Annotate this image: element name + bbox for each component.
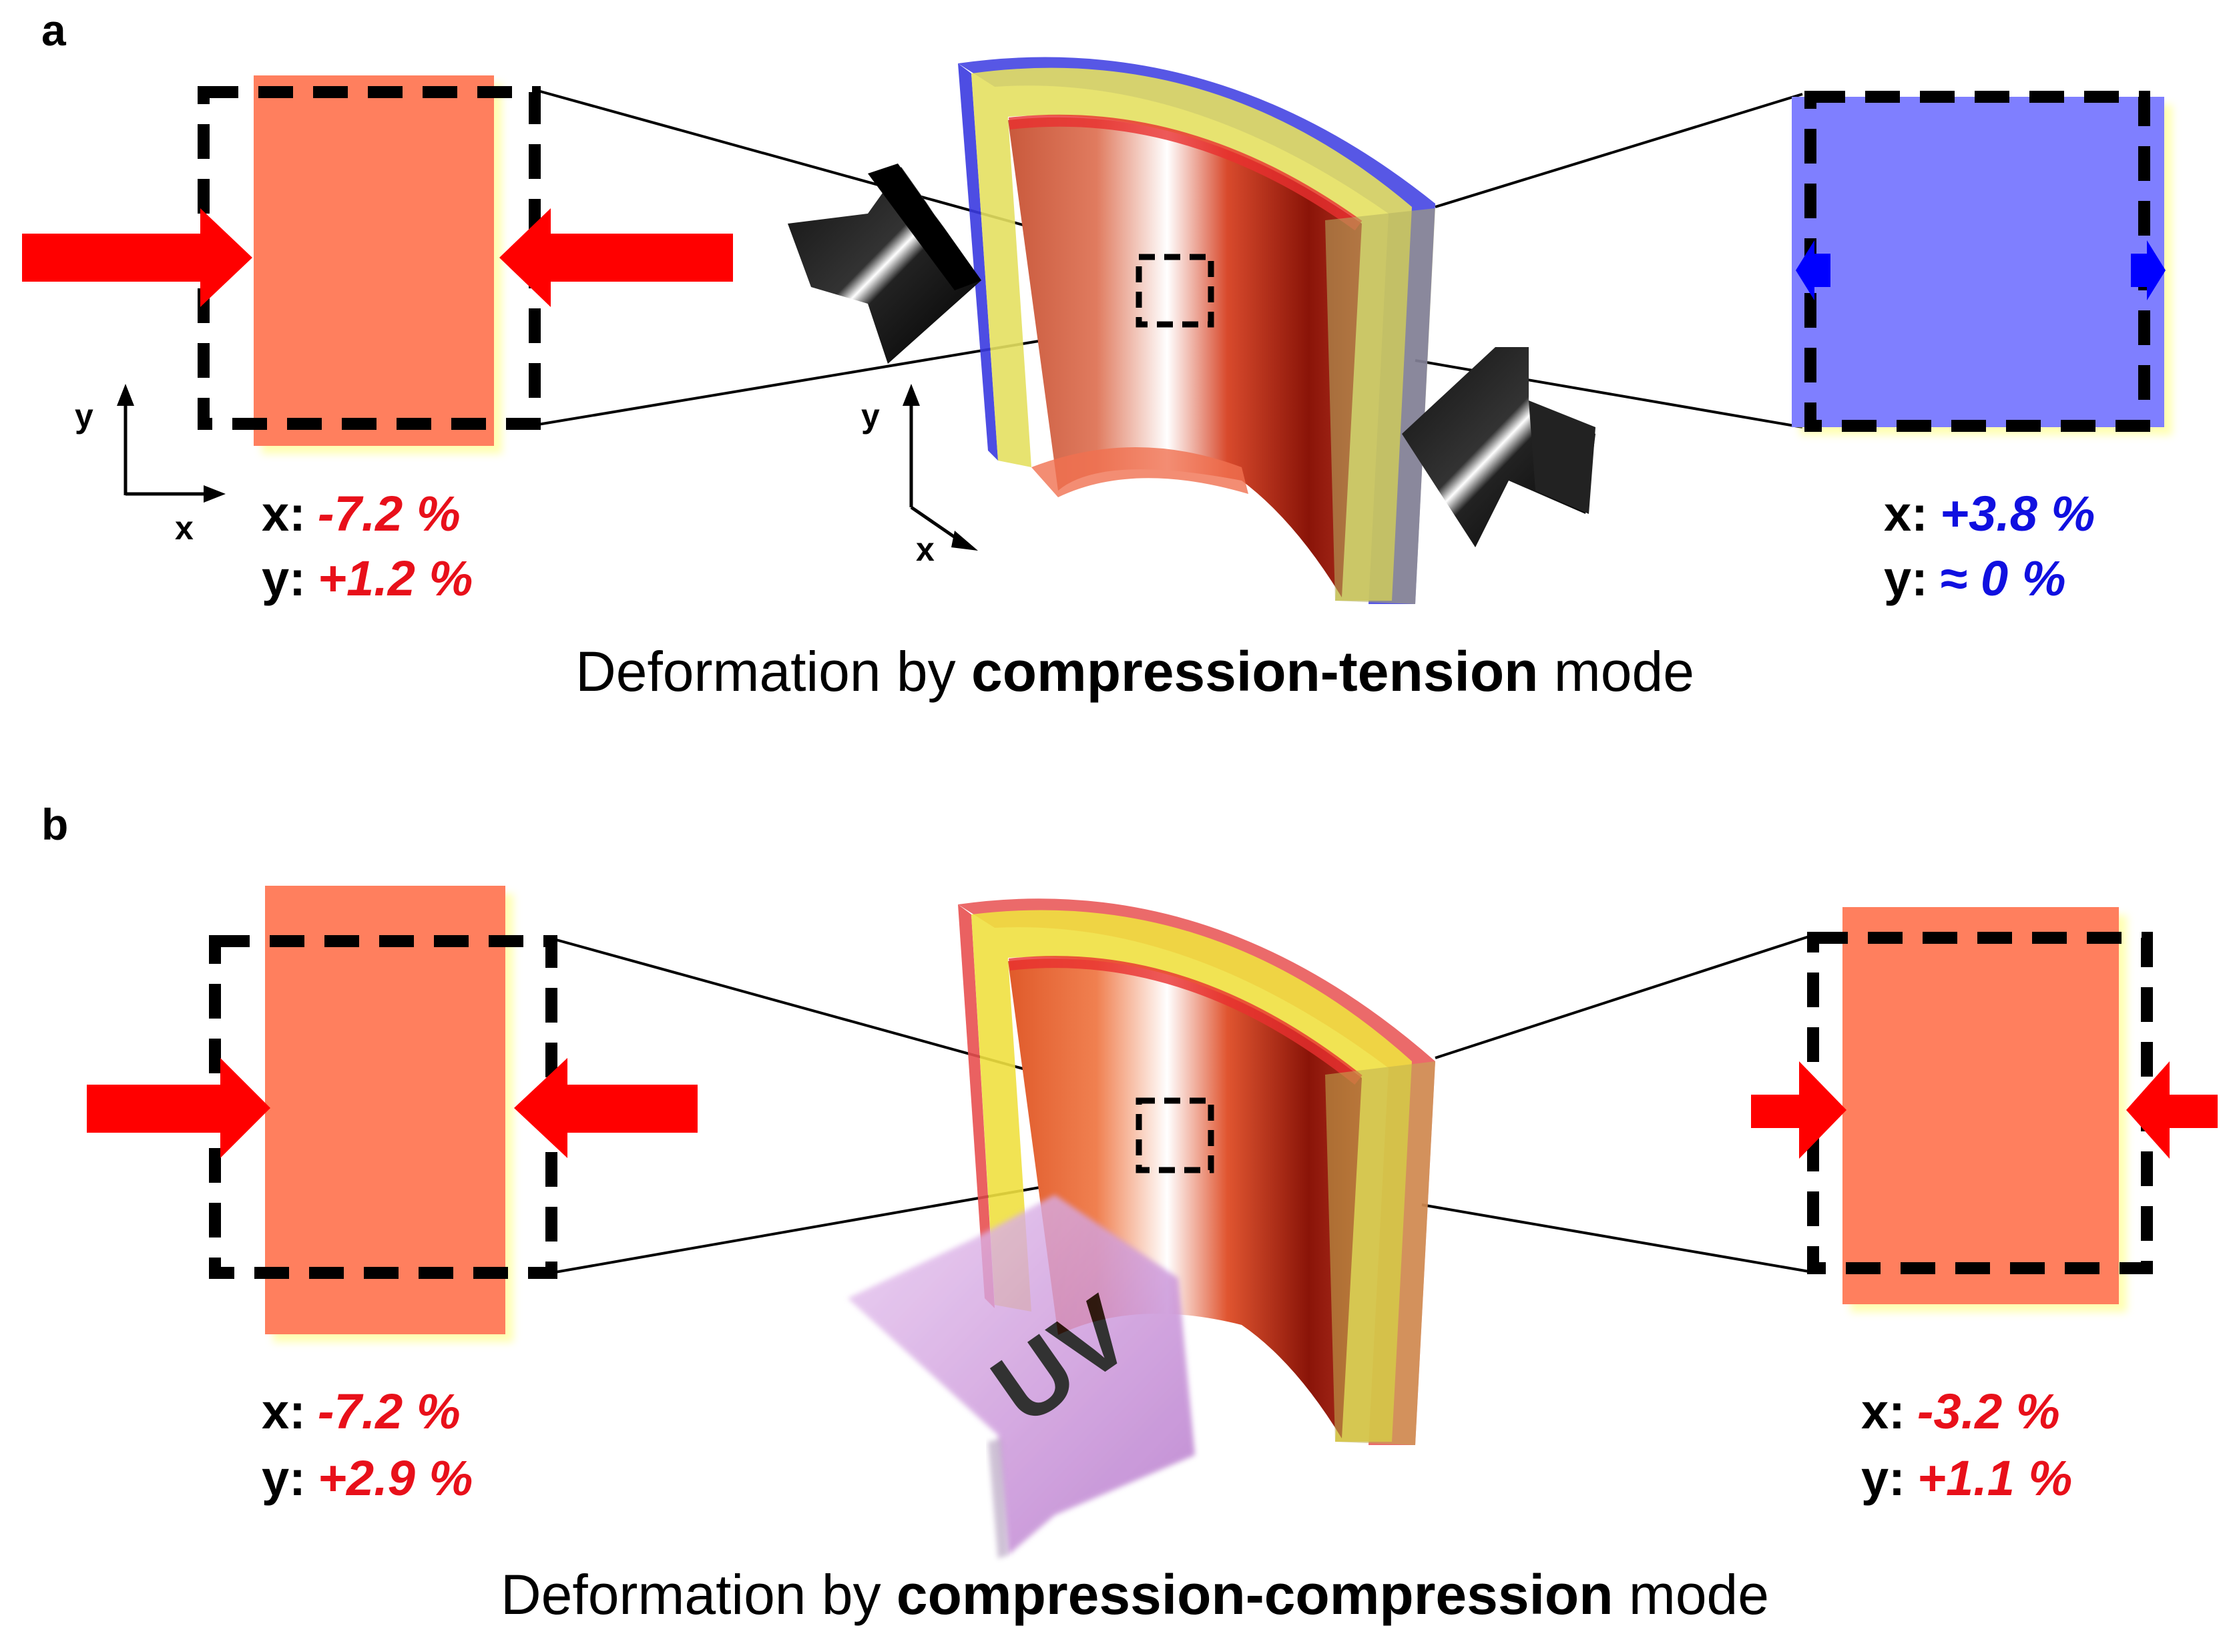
leader-line [1435,93,1803,208]
panel-label-b: b [41,800,68,849]
strain-y-label: y: [1884,551,1928,606]
caption-suffix: mode [1614,1563,1769,1626]
strain-y-label: y: [262,551,306,606]
panel-label-a: a [41,5,67,55]
left-element-a [22,75,733,454]
strain-x-label: x: [1861,1384,1905,1439]
strain-x-label: x: [262,1384,306,1439]
panel-a: a y x x:-7.2 % y:+1.2 % [22,5,2172,703]
strain-x-value: -3.2 % [1917,1384,2060,1439]
deformed-element [265,886,505,1334]
compression-arrow-left [87,1058,270,1158]
axis-label-x: x [916,531,935,568]
tube-cut-face [1325,208,1435,604]
strain-y-label: y: [262,1450,306,1506]
caption-prefix: Deformation by [575,640,971,703]
caption-suffix: mode [1538,640,1694,703]
deformed-element [1842,907,2119,1304]
tension-arrow-right [2131,240,2166,300]
strain-y-value: +2.9 % [318,1450,473,1506]
compression-arrow-right [499,208,733,307]
leader-line [1435,935,1810,1059]
compression-arrow-left [22,208,252,307]
axis-label-y: y [75,397,93,435]
compression-arrow-right [514,1058,698,1158]
strain-x-value: -7.2 % [318,486,461,541]
svg-text:x:-7.2 %: x:-7.2 % [262,486,461,541]
svg-text:x:-3.2 %: x:-3.2 % [1861,1384,2060,1439]
strain-x-value: +3.8 % [1940,486,2095,541]
tube-bottom-rim [1031,447,1248,497]
right-element-a [1792,91,2172,435]
strain-readout-right-a: x:+3.8 % y:≈ 0 % [1884,486,2095,606]
caption-emphasis: compression-compression [897,1563,1614,1626]
caption-b: Deformation by compression-compression m… [501,1563,1769,1626]
strain-y-value: +1.1 % [1917,1450,2072,1506]
uv-arrow-edge [988,1438,1008,1559]
strain-y-value: +1.2 % [318,551,473,606]
axis-triad-center-a: y x [861,384,978,568]
strain-readout-left-b: x:-7.2 % y:+2.9 % [262,1384,473,1506]
svg-text:y:+2.9 %: y:+2.9 % [262,1450,473,1506]
tube-inner-edge [1009,114,1362,231]
tube-cut-face [1325,1061,1435,1445]
caption-prefix: Deformation by [501,1563,897,1626]
right-element-b [1751,907,2218,1312]
svg-text:y:≈ 0 %: y:≈ 0 % [1884,551,2066,606]
arrow-right-icon [204,485,226,503]
strain-x-value: -7.2 % [318,1384,461,1439]
tube-outer-side [958,904,995,1308]
svg-text:y:+1.2 %: y:+1.2 % [262,551,473,606]
caption-a: Deformation by compression-tension mode [575,640,1694,703]
strain-y-label: y: [1861,1450,1905,1506]
deformed-element [1792,97,2164,427]
tension-arrow-left [1796,240,1830,300]
arrow-up-icon [903,384,920,406]
uv-arrow-body [848,1195,1195,1555]
tube-outer-side [958,63,998,461]
metallic-arrow-icon [788,164,981,364]
axis-triad-left-a: y x [75,384,226,547]
tube-inner-edge [1009,956,1362,1085]
tube-inner-wall [1008,117,1362,597]
svg-text:y:+1.1 %: y:+1.1 % [1861,1450,2072,1506]
panel-b: b x:-7.2 % y:+2.9 % [41,800,2218,1626]
strain-readout-right-b: x:-3.2 % y:+1.1 % [1861,1384,2072,1506]
caption-emphasis: compression-tension [971,640,1538,703]
selected-region-b [1136,1097,1214,1173]
svg-text:x:-7.2 %: x:-7.2 % [262,1384,461,1439]
tube-section-a [958,57,1435,604]
selected-region-a [1136,254,1214,328]
strain-x-label: x: [262,486,306,541]
compression-arrow-right [2126,1061,2218,1159]
compression-arrow-left [1751,1061,1846,1159]
strain-x-label: x: [1884,486,1928,541]
left-element-b [87,886,698,1342]
arrow-diagonal-icon [951,531,978,551]
strain-readout-left-a: x:-7.2 % y:+1.2 % [262,486,473,606]
strain-y-value: ≈ 0 % [1940,551,2066,606]
metallic-arrow-icon [1402,347,1595,547]
deformed-element [254,75,494,446]
svg-text:x:+3.8 %: x:+3.8 % [1884,486,2095,541]
axis-label-x: x [175,509,194,547]
arrow-up-icon [117,384,134,406]
leader-line [1421,1203,1810,1273]
axis-label-y: y [861,397,880,435]
uv-arrow-icon: UV [848,1195,1195,1559]
